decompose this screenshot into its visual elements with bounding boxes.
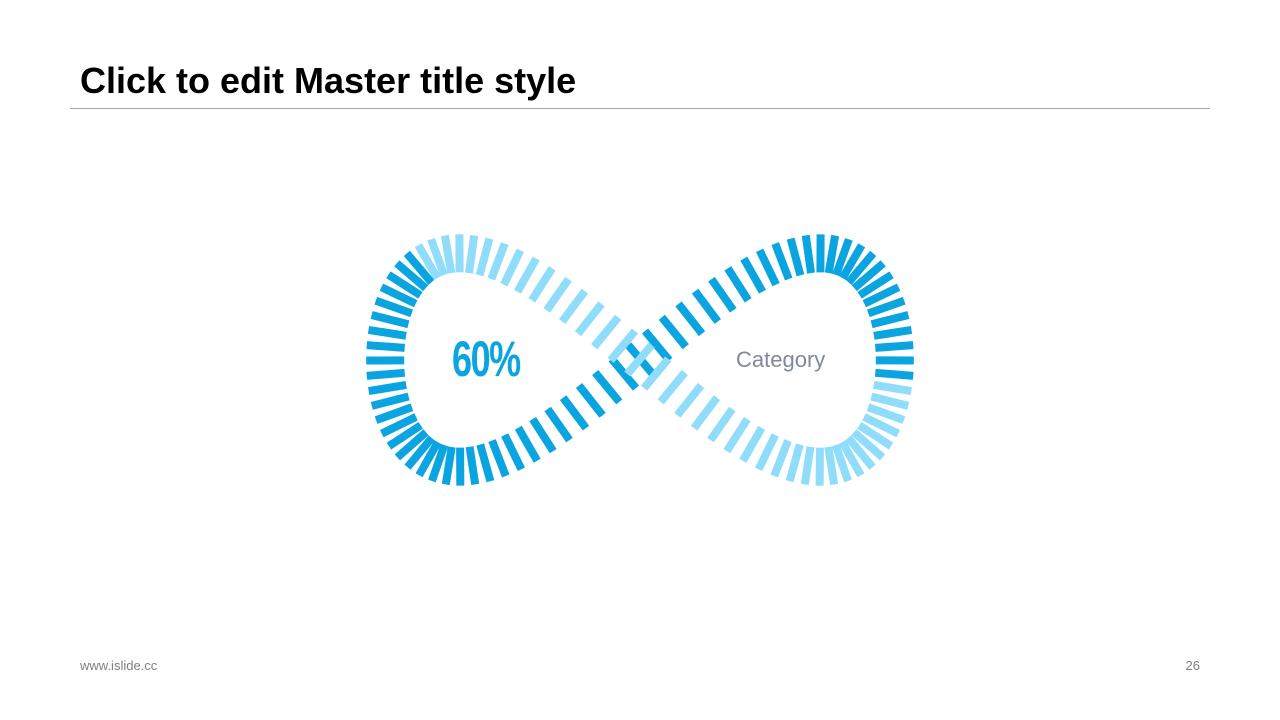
tick-remaining bbox=[785, 443, 804, 483]
tick-remaining bbox=[723, 416, 751, 454]
tick-filled bbox=[441, 446, 456, 486]
progress-value-label: 60% bbox=[452, 331, 521, 387]
tick-filled bbox=[559, 395, 590, 431]
tick-remaining bbox=[475, 237, 494, 277]
tick-remaining bbox=[640, 356, 672, 391]
tick-remaining bbox=[607, 328, 639, 363]
tick-remaining bbox=[427, 237, 448, 277]
tick-filled bbox=[832, 237, 853, 277]
tick-remaining bbox=[862, 413, 900, 438]
tick-remaining bbox=[873, 380, 912, 396]
tick-remaining bbox=[528, 266, 556, 303]
tick-filled bbox=[366, 368, 406, 380]
tick-remaining bbox=[851, 429, 886, 461]
tick-remaining bbox=[755, 433, 779, 471]
tick-filled bbox=[862, 283, 901, 308]
tick-remaining bbox=[465, 234, 479, 274]
title-divider bbox=[70, 108, 1210, 109]
tick-filled bbox=[755, 248, 780, 287]
tick-filled bbox=[368, 380, 407, 396]
tick-filled bbox=[415, 440, 442, 478]
tick-filled bbox=[857, 271, 894, 299]
tick-filled bbox=[476, 443, 495, 483]
tick-remaining bbox=[574, 301, 605, 337]
tick-remaining bbox=[440, 234, 456, 274]
tick-remaining bbox=[514, 256, 540, 294]
tick-filled bbox=[641, 328, 673, 363]
tick-filled bbox=[379, 283, 418, 308]
tick-remaining bbox=[707, 406, 736, 443]
tick-filled bbox=[488, 439, 510, 478]
tick-filled bbox=[592, 369, 623, 405]
tick-remaining bbox=[543, 276, 572, 313]
tick-remaining bbox=[500, 248, 525, 287]
tick-filled bbox=[428, 443, 449, 483]
tick-filled bbox=[824, 234, 840, 274]
category-label: Category bbox=[736, 347, 826, 372]
tick-remaining bbox=[487, 242, 509, 281]
tick-filled bbox=[366, 341, 405, 352]
tick-filled bbox=[370, 392, 410, 410]
tick-filled bbox=[851, 260, 886, 292]
tick-remaining bbox=[838, 440, 865, 478]
tick-filled bbox=[771, 242, 793, 281]
tick-filled bbox=[386, 271, 423, 299]
tick-filled bbox=[786, 237, 805, 277]
tick-filled bbox=[370, 311, 410, 329]
tick-filled bbox=[874, 368, 914, 380]
tick-filled bbox=[675, 301, 706, 337]
infinity-ticks bbox=[366, 234, 914, 486]
tick-filled bbox=[691, 288, 722, 324]
tick-filled bbox=[575, 383, 606, 418]
tick-filled bbox=[724, 266, 752, 303]
tick-remaining bbox=[414, 243, 441, 281]
tick-remaining bbox=[866, 403, 906, 424]
tick-filled bbox=[514, 425, 541, 463]
tick-filled bbox=[608, 356, 640, 391]
tick-remaining bbox=[831, 443, 852, 483]
tick-remaining bbox=[624, 342, 655, 377]
tick-filled bbox=[658, 314, 689, 350]
tick-filled bbox=[380, 413, 418, 438]
tick-remaining bbox=[739, 425, 766, 463]
tick-filled bbox=[740, 256, 766, 294]
tick-filled bbox=[544, 406, 573, 443]
tick-filled bbox=[394, 429, 429, 461]
tick-filled bbox=[839, 243, 866, 281]
tick-remaining bbox=[824, 446, 839, 486]
page-number: 26 bbox=[1185, 658, 1200, 673]
tick-filled bbox=[403, 250, 435, 285]
tick-remaining bbox=[870, 392, 910, 410]
footer-url: www.islide.cc bbox=[80, 658, 158, 673]
tick-filled bbox=[870, 311, 910, 329]
tick-filled bbox=[801, 234, 815, 274]
tick-filled bbox=[367, 325, 407, 340]
tick-filled bbox=[404, 435, 435, 470]
tick-filled bbox=[465, 446, 480, 485]
tick-remaining bbox=[770, 439, 792, 478]
tick-filled bbox=[386, 421, 423, 450]
tick-remaining bbox=[657, 369, 688, 405]
slide-title: Click to edit Master title style bbox=[80, 60, 577, 101]
tick-remaining bbox=[674, 383, 705, 418]
tick-filled bbox=[875, 341, 914, 352]
tick-remaining bbox=[591, 314, 622, 350]
tick-filled bbox=[374, 403, 414, 424]
tick-filled bbox=[374, 296, 414, 318]
tick-remaining bbox=[857, 421, 894, 450]
tick-filled bbox=[501, 433, 525, 471]
tick-filled bbox=[866, 296, 906, 318]
tick-filled bbox=[873, 325, 913, 340]
tick-filled bbox=[845, 250, 877, 285]
tick-remaining bbox=[558, 288, 589, 324]
tick-filled bbox=[708, 276, 737, 313]
tick-filled bbox=[394, 260, 429, 292]
tick-remaining bbox=[800, 446, 815, 485]
tick-remaining bbox=[845, 435, 876, 470]
tick-filled bbox=[529, 416, 557, 454]
tick-remaining bbox=[690, 395, 721, 431]
